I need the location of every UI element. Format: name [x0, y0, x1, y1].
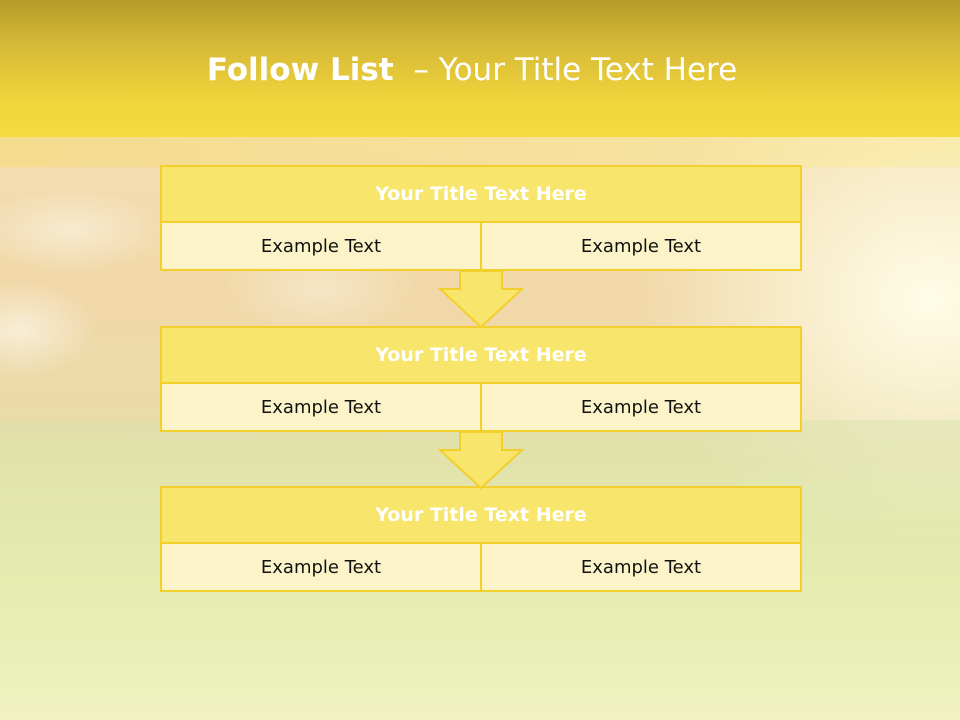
- slide-title-rest: – Your Title Text Here: [394, 52, 737, 88]
- flow-block-left-cell[interactable]: Example Text: [160, 542, 482, 592]
- slide-title-rest-text: – Your Title Text Here: [413, 52, 738, 88]
- flow-block-title[interactable]: Your Title Text Here: [160, 326, 802, 384]
- flow-block-title[interactable]: Your Title Text Here: [160, 486, 802, 544]
- slide-title-bold: Follow List: [206, 52, 394, 88]
- flow-block-1[interactable]: Your Title Text Here Example Text Exampl…: [160, 165, 802, 271]
- flow-block-right-cell[interactable]: Example Text: [480, 221, 802, 271]
- flow-block-left-cell[interactable]: Example Text: [160, 221, 482, 271]
- slide-title[interactable]: Follow List – Your Title Text Here: [0, 52, 944, 88]
- flow-block-right-cell[interactable]: Example Text: [480, 542, 802, 592]
- flow-block-left-cell[interactable]: Example Text: [160, 382, 482, 432]
- flow-block-title[interactable]: Your Title Text Here: [160, 165, 802, 223]
- flow-block-3[interactable]: Your Title Text Here Example Text Exampl…: [160, 486, 802, 592]
- flow-block-right-cell[interactable]: Example Text: [480, 382, 802, 432]
- flow-block-2[interactable]: Your Title Text Here Example Text Exampl…: [160, 326, 802, 432]
- flow-block-row: Example Text Example Text: [160, 382, 802, 432]
- flow-block-row: Example Text Example Text: [160, 542, 802, 592]
- down-arrow-icon: [438, 432, 524, 490]
- down-arrow-icon: [438, 271, 524, 329]
- title-bar: [0, 0, 960, 137]
- flow-block-row: Example Text Example Text: [160, 221, 802, 271]
- title-bar-shadow: [0, 137, 960, 167]
